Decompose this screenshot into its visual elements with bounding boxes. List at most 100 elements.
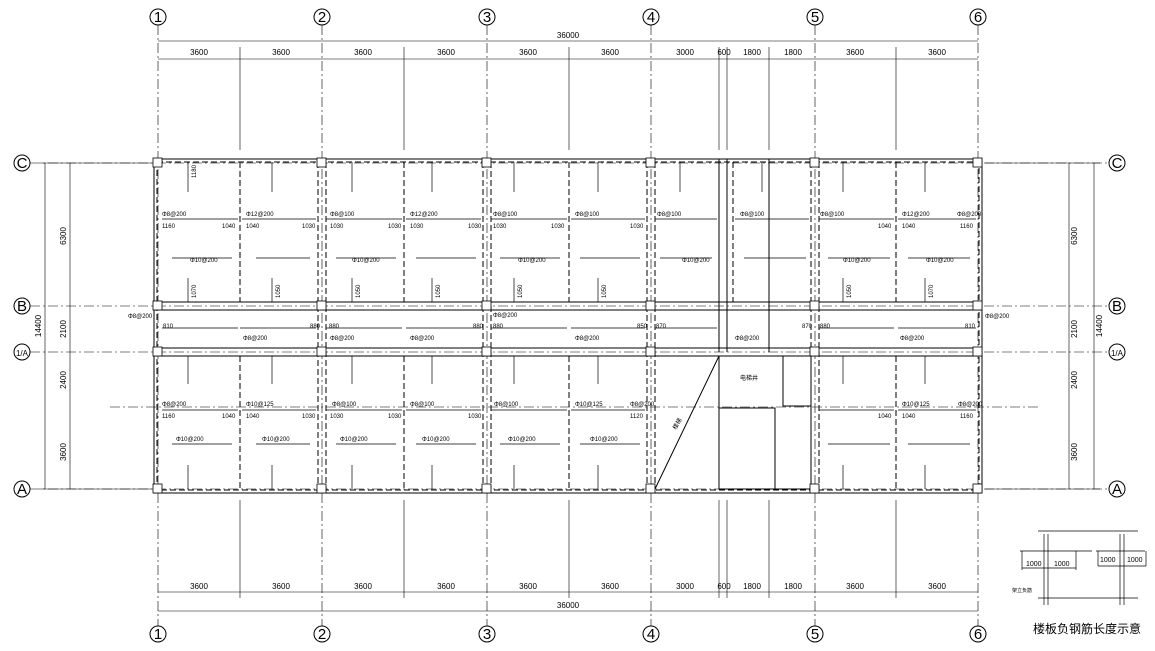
right-dim: 3600 <box>1070 443 1079 461</box>
ext-top: 1040 <box>222 224 236 230</box>
corridor-label: Φ8@200 <box>493 313 518 319</box>
top-seg: 3600 <box>928 48 946 57</box>
support-label: Φ12@200 <box>246 212 274 218</box>
lower-span-label: Φ10@200 <box>340 437 368 443</box>
span-label: Φ10@200 <box>843 258 871 264</box>
axis-right-c: C <box>1112 155 1123 172</box>
support-label: Φ8@100 <box>575 212 600 218</box>
bottom-seg: 3000 <box>676 582 694 591</box>
side-note-left: Φ8@200 <box>128 314 153 320</box>
legend-text: 1000 1000 1000 1000 架立负筋 <box>1012 557 1143 594</box>
bottom-seg: 3600 <box>928 582 946 591</box>
axis-bottom-5: 5 <box>811 626 819 643</box>
ext-vert: 1050 <box>602 284 608 298</box>
axis-bottom-3: 3 <box>483 626 491 643</box>
ext-low: 1040 <box>246 414 260 420</box>
span-label: Φ10@200 <box>682 258 710 264</box>
support-label: Φ8@100 <box>740 212 765 218</box>
axis-bottom-6: 6 <box>974 626 982 643</box>
corridor-label: Φ8@200 <box>575 336 600 342</box>
ext-top: 1040 <box>246 224 260 230</box>
legend-side-label: 架立负筋 <box>1012 587 1032 594</box>
top-seg: 1800 <box>743 48 761 57</box>
top-total: 36000 <box>557 31 580 40</box>
top-seg: 3600 <box>354 48 372 57</box>
ext-top: 1040 <box>902 224 916 230</box>
lower-support-label: Φ8@100 <box>332 402 357 408</box>
ext-mid: 870 <box>656 324 667 330</box>
top-seg: 3600 <box>601 48 619 57</box>
top-seg: 600 <box>717 48 731 57</box>
corridor-label: Φ8@200 <box>900 336 925 342</box>
ext-top: 1030 <box>388 224 402 230</box>
bottom-seg: 3600 <box>519 582 537 591</box>
ext-mid: 850 <box>637 324 648 330</box>
axis-right-b: B <box>1112 298 1122 315</box>
ext-mid: 870 <box>802 324 813 330</box>
side-dimensions <box>40 162 1100 490</box>
axis-top-6: 6 <box>974 9 982 26</box>
support-label: Φ8@100 <box>657 212 682 218</box>
right-dim: 2400 <box>1070 371 1079 389</box>
lower-support-label: Φ8@200 <box>958 402 983 408</box>
extension-text: 1160 1040 1040 1030 1030 1030 1030 1030 … <box>162 164 976 420</box>
lower-support-label: Φ10@125 <box>575 402 603 408</box>
axis-top-5: 5 <box>811 9 819 26</box>
axis-labels: 1 2 3 4 5 6 1 2 3 4 5 6 C B 1/A A C B 1/… <box>16 9 1124 643</box>
legend-value: 1000 <box>1026 561 1042 568</box>
lower-span-label: Φ10@200 <box>262 437 290 443</box>
bottom-seg: 3600 <box>846 582 864 591</box>
bottom-seg: 3600 <box>601 582 619 591</box>
axis-right-1a: 1/A <box>1111 349 1124 358</box>
bottom-seg: 600 <box>717 582 731 591</box>
left-dim: 2100 <box>59 320 68 338</box>
lower-span-label: Φ10@200 <box>590 437 618 443</box>
columns <box>152 157 983 494</box>
rebar-text: Φ10@200 Φ10@200 Φ10@200 Φ10@200 Φ10@200 … <box>128 212 1010 443</box>
axis-top-1: 1 <box>154 9 162 26</box>
ext-top: 1030 <box>410 224 424 230</box>
corridor-label: Φ8@200 <box>243 336 268 342</box>
span-label: Φ10@200 <box>926 258 954 264</box>
span-label: Φ10@200 <box>352 258 380 264</box>
top-seg: 1800 <box>784 48 802 57</box>
ext-vert: 1070 <box>929 284 935 298</box>
axis-top-2: 2 <box>318 9 326 26</box>
corridor-label: Φ8@200 <box>735 336 760 342</box>
support-label: Φ12@200 <box>410 212 438 218</box>
lower-span-label: Φ10@200 <box>422 437 450 443</box>
axis-left-1a: 1/A <box>16 349 29 358</box>
top-seg: 3000 <box>676 48 694 57</box>
bottom-seg: 1800 <box>784 582 802 591</box>
bottom-seg: 3600 <box>354 582 372 591</box>
axis-right-a: A <box>1112 481 1122 498</box>
bottom-seg: 3600 <box>190 582 208 591</box>
right-dim: 6300 <box>1070 227 1079 245</box>
lower-support-label: Φ8@200 <box>630 402 655 408</box>
axis-bottom-4: 4 <box>647 626 655 643</box>
lower-support-label: Φ10@125 <box>902 402 930 408</box>
ext-low: 1030 <box>388 414 402 420</box>
axis-bottom-1: 1 <box>154 626 162 643</box>
left-dim: 6300 <box>59 227 68 245</box>
rebar-lines <box>162 162 976 489</box>
grid-lines <box>30 25 1109 626</box>
lower-support-label: Φ8@100 <box>410 402 435 408</box>
ext-top: 1030 <box>630 224 644 230</box>
ext-low: 1030 <box>330 414 344 420</box>
axis-top-3: 3 <box>483 9 491 26</box>
room-label: 电梯井 <box>740 374 758 382</box>
ext-low: 1120 <box>630 414 644 420</box>
bottom-seg: 1800 <box>743 582 761 591</box>
axis-left-a: A <box>17 481 27 498</box>
lower-support-label: Φ8@100 <box>494 402 519 408</box>
ext-vert: 1050 <box>436 284 442 298</box>
side-note-right: Φ8@200 <box>985 314 1010 320</box>
top-axis-bubbles <box>13 8 1126 643</box>
top-dim-text: 36000 3600 3600 3600 3600 3600 3600 3000… <box>190 31 946 610</box>
span-label: Φ10@200 <box>190 258 218 264</box>
top-seg: 3600 <box>846 48 864 57</box>
ext-vert: 1050 <box>276 284 282 298</box>
span-label: Φ10@200 <box>518 258 546 264</box>
